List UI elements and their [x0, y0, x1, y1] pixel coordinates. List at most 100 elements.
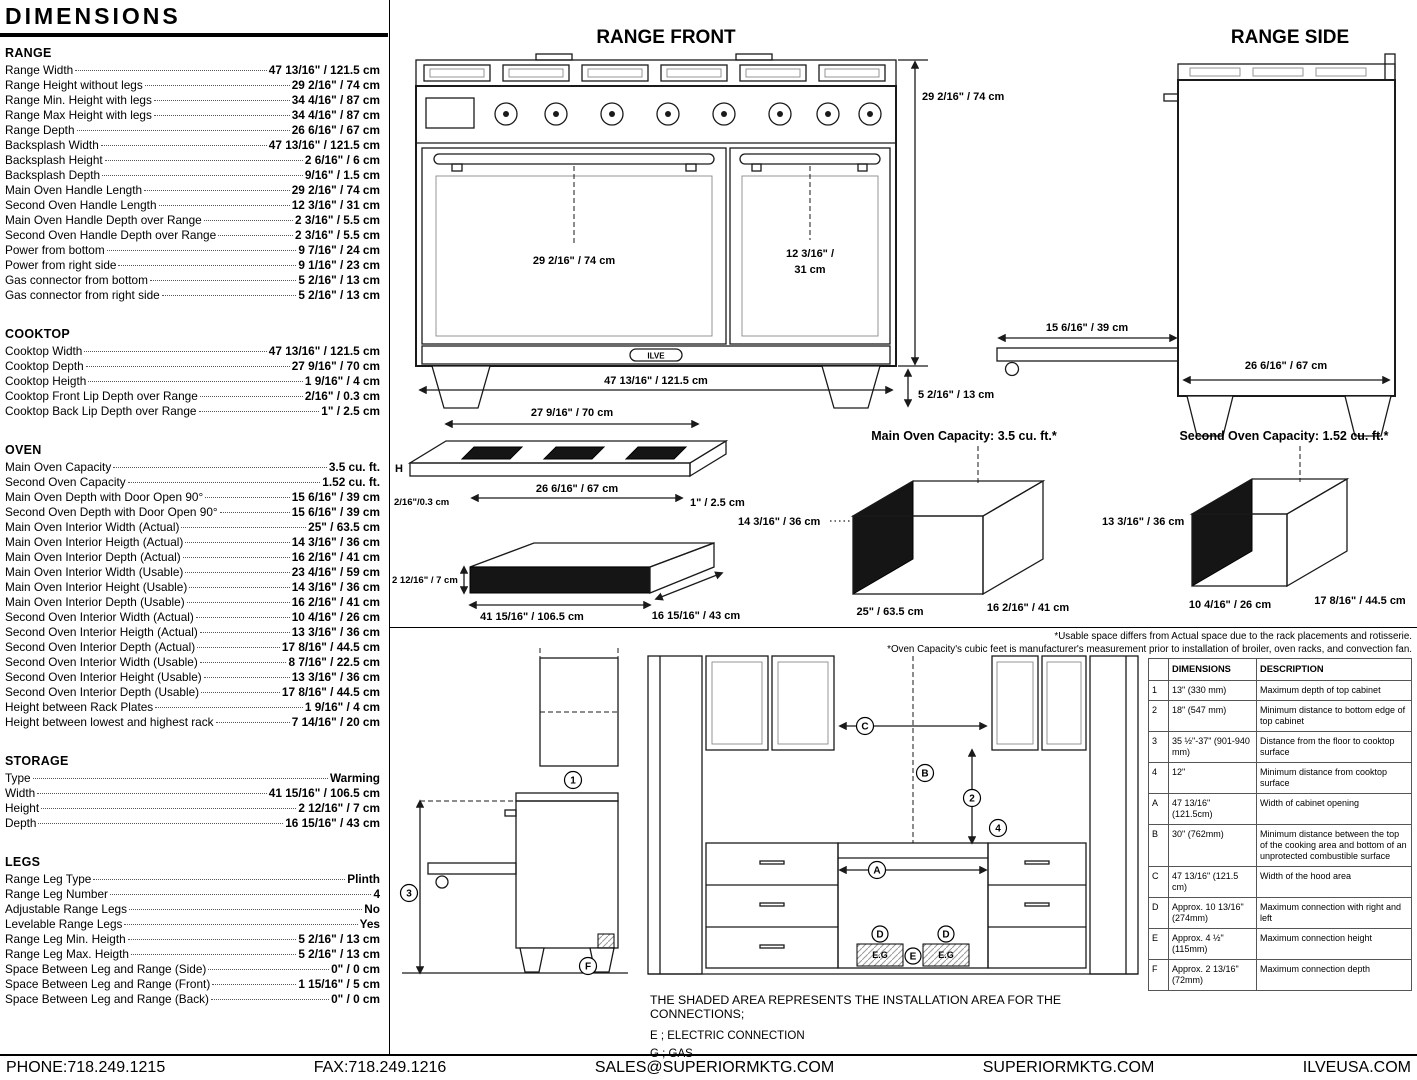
- spec-label: Gas connector from bottom: [5, 273, 148, 287]
- spec-value: 16 2/16" / 41 cm: [291, 550, 380, 564]
- dotted-leader: [182, 557, 290, 558]
- spec-value: 3.5 cu. ft.: [328, 460, 380, 474]
- spec-value: Warming: [329, 771, 380, 785]
- range-front-drawing: ILVE 29 2/16" / 74 cm 12 3/16" / 31 cm 4…: [415, 53, 1004, 409]
- spec-value: 0" / 0 cm: [331, 962, 380, 976]
- main-handle-dim: 29 2/16" / 74 cm: [533, 255, 615, 267]
- spec-section-title: OVEN: [5, 443, 42, 457]
- spec-label: Power from right side: [5, 258, 117, 272]
- spec-value: 15 6/16" / 39 cm: [291, 505, 380, 519]
- dotted-leader: [212, 984, 297, 985]
- spec-value: 1 9/16" / 4 cm: [304, 374, 380, 388]
- dotted-leader: [127, 482, 321, 483]
- second-handle-dim-line1: 12 3/16" /: [786, 248, 834, 260]
- range-side-drawing: 15 6/16" / 39 cm 26 6/16" / 67 cm: [996, 53, 1396, 437]
- dotted-leader: [32, 778, 328, 779]
- spec-label: Main Oven Interior Depth (Usable): [5, 595, 185, 609]
- dotted-leader: [75, 70, 267, 71]
- range-front-dimensions: 29 2/16" / 74 cm 12 3/16" / 31 cm 47 13/…: [418, 59, 1004, 408]
- spec-value: 17 8/16" / 44.5 cm: [281, 640, 380, 654]
- dotted-leader: [85, 366, 290, 367]
- id-column-header: [1148, 657, 1169, 682]
- spec-label: Main Oven Depth with Door Open 90°: [5, 490, 204, 504]
- install-range-area: E.G E.G: [837, 656, 989, 969]
- cell-description: Maximum connection height: [1256, 927, 1412, 960]
- dotted-leader: [144, 190, 290, 191]
- shaded-area-note: THE SHADED AREA REPRESENTS THE INSTALLAT…: [650, 993, 1062, 1021]
- spec-label: Height: [5, 801, 40, 815]
- spec-value: Plinth: [347, 872, 380, 886]
- spec-label: Range Height without legs: [5, 78, 143, 92]
- spec-section-title: RANGE: [5, 46, 52, 60]
- dotted-leader: [153, 115, 290, 116]
- install-side-markers: 1 3 F: [399, 770, 598, 976]
- range-depth-dim: 26 6/16" / 67 cm: [1245, 360, 1327, 372]
- spec-label: Range Leg Type: [5, 872, 92, 886]
- dotted-leader: [84, 351, 267, 352]
- footer-phone: PHONE:718.249.1215: [6, 1059, 166, 1076]
- spec-label: Space Between Leg and Range (Back): [5, 992, 209, 1006]
- cooktop-drawing: 27 9/16" / 70 cm H 2/16"/0.3 cm 26 6/16"…: [394, 407, 745, 509]
- marker-1-label: 1: [570, 776, 576, 787]
- cell-dimension: 18" (547 mm): [1168, 700, 1257, 733]
- footer-website: SUPERIORMKTG.COM: [982, 1059, 1155, 1076]
- spec-value: 9/16" / 1.5 cm: [304, 168, 380, 182]
- spec-row: Main Oven Interior Width (Actual)25" / 6…: [5, 520, 380, 535]
- spec-section-title: STORAGE: [5, 754, 69, 768]
- spec-label: Cooktop Depth: [5, 359, 84, 373]
- dotted-leader: [153, 100, 290, 101]
- dotted-leader: [76, 130, 290, 131]
- section-divider: [389, 627, 1417, 628]
- spec-section-title: COOKTOP: [5, 327, 71, 341]
- dotted-leader: [93, 879, 346, 880]
- spec-row: Type Warming: [5, 771, 380, 786]
- cell-dimension: 30" (762mm): [1168, 824, 1257, 867]
- spec-value: 15 6/16" / 39 cm: [291, 490, 380, 504]
- spec-row: Main Oven Interior Depth (Actual)16 2/16…: [5, 550, 380, 565]
- spec-label: Type: [5, 771, 31, 785]
- cell-dimension: 12": [1168, 762, 1257, 795]
- cell-description: Minimum distance from cooktop surface: [1256, 762, 1412, 795]
- install-front-markers: C B 2 4 A D D E: [838, 716, 1008, 965]
- cell-description: Maximum connection with right and left: [1256, 896, 1412, 929]
- main-oven-capacity-title: Main Oven Capacity: 3.5 cu. ft.*: [871, 429, 1057, 443]
- second-oven-height-dim: 13 3/16" / 36 cm: [1102, 516, 1184, 528]
- range-side-title: RANGE SIDE: [1230, 27, 1350, 48]
- spec-value: 47 13/16" / 121.5 cm: [268, 344, 380, 358]
- marker-d-right-label: D: [942, 930, 949, 941]
- dotted-leader: [219, 512, 290, 513]
- cooktop-outer-width-dim: 27 9/16" / 70 cm: [531, 407, 613, 419]
- marker-c: [855, 716, 875, 736]
- marker-b: [915, 763, 935, 783]
- spec-value: 34 4/16" / 87 cm: [291, 93, 380, 107]
- dotted-leader: [129, 909, 363, 910]
- main-oven-box: [850, 479, 1046, 596]
- cell-id: B: [1148, 824, 1169, 867]
- dotted-leader: [124, 924, 358, 925]
- spec-label: Main Oven Interior Width (Actual): [5, 520, 180, 534]
- spec-value: 1" / 2.5 cm: [321, 404, 380, 418]
- spec-label: Main Oven Capacity: [5, 460, 112, 474]
- spec-row: Main Oven Interior Width (Usable)23 4/16…: [5, 565, 380, 580]
- spec-value: 14 3/16" / 36 cm: [291, 535, 380, 549]
- spec-value: 2 3/16" / 5.5 cm: [295, 213, 380, 227]
- spec-value: 29 2/16" / 74 cm: [291, 183, 380, 197]
